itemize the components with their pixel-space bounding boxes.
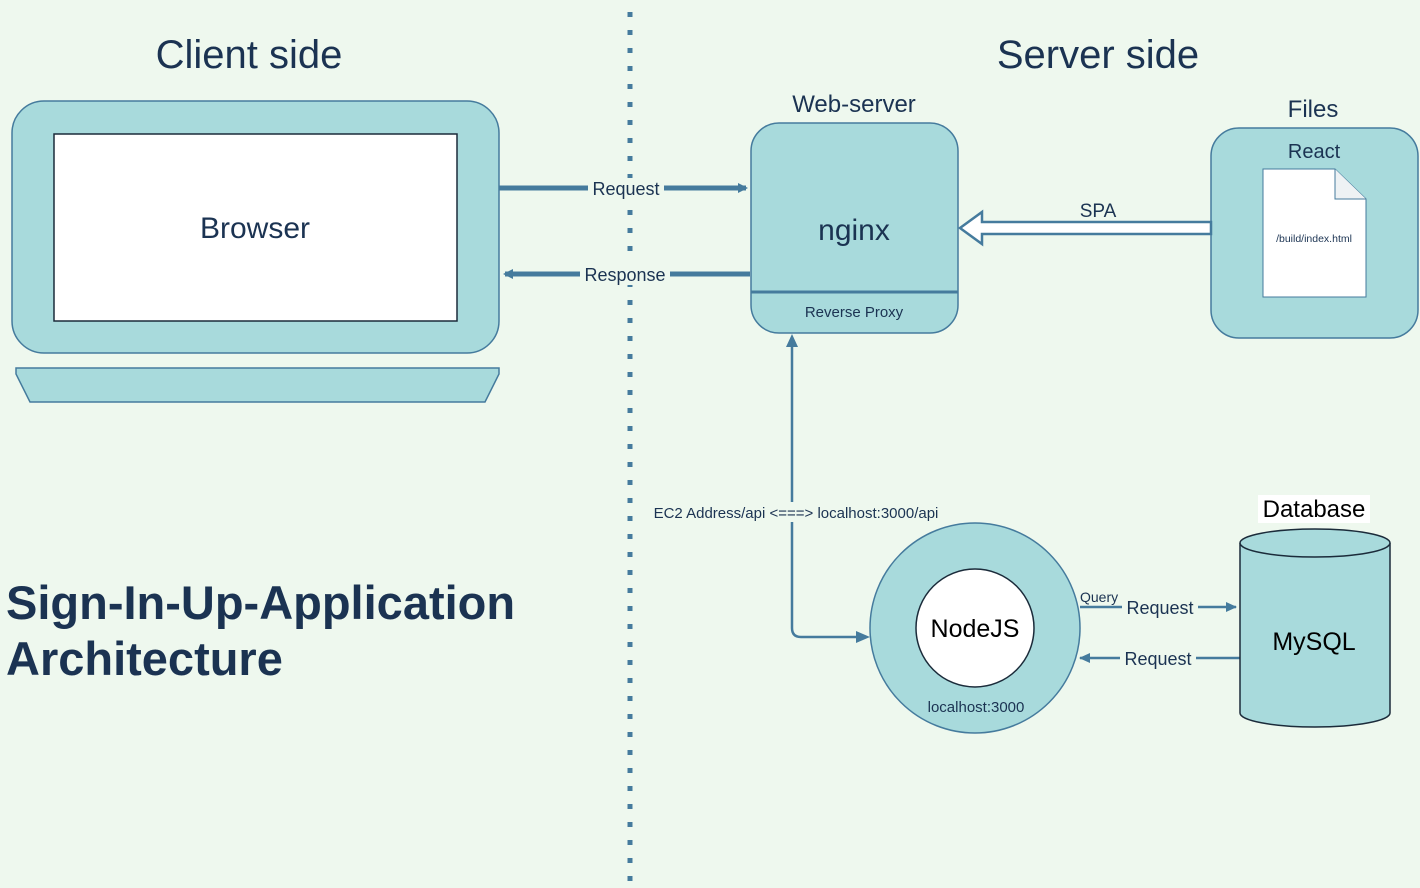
app-title-line-2: Architecture <box>6 632 283 685</box>
nodejs-label: NodeJS <box>931 615 1020 643</box>
nginx-label: nginx <box>818 214 890 247</box>
request-label-bg <box>588 178 664 199</box>
laptop-base <box>15 367 500 403</box>
database-cylinder-icon <box>1239 528 1391 728</box>
api-connector-arrowhead-right <box>856 631 870 643</box>
document-icon <box>1262 168 1367 298</box>
mysql-label: MySQL <box>1272 628 1355 656</box>
query-label: Query <box>1080 589 1118 605</box>
response-label: Response <box>584 265 665 285</box>
reverse-proxy-label: Reverse Proxy <box>805 304 904 321</box>
database-title-bg <box>1258 495 1370 523</box>
request-label: Request <box>592 179 659 199</box>
file-path-label: /build/index.html <box>1276 233 1352 245</box>
laptop-icon <box>11 100 500 403</box>
api-mapping-label-bg <box>642 502 948 522</box>
app-title-line-1: Sign-In-Up-Application <box>6 576 515 629</box>
db-request-out-label: Request <box>1126 598 1193 618</box>
browser-window <box>53 133 458 322</box>
client-side-heading: Client side <box>156 33 343 77</box>
db-request-in-label-bg <box>1120 648 1196 669</box>
spa-arrow <box>957 209 1213 247</box>
files-title: Files <box>1288 96 1339 123</box>
node-address-label: localhost:3000 <box>928 699 1025 716</box>
node-inner-circle <box>915 568 1035 688</box>
api-connector-arrowhead-up <box>786 334 798 347</box>
server-side-heading: Server side <box>997 33 1199 77</box>
browser-label: Browser <box>200 212 310 245</box>
response-label-bg <box>580 264 670 285</box>
database-title: Database <box>1263 496 1366 523</box>
api-mapping-label: EC2 Address/api <===> localhost:3000/api <box>654 505 939 522</box>
react-label: React <box>1288 141 1341 163</box>
db-request-in-label: Request <box>1124 649 1191 669</box>
api-connector-line <box>790 345 860 639</box>
spa-label: SPA <box>1080 201 1117 222</box>
web-server-title: Web-server <box>792 91 916 118</box>
db-request-out-label-bg <box>1122 597 1198 618</box>
